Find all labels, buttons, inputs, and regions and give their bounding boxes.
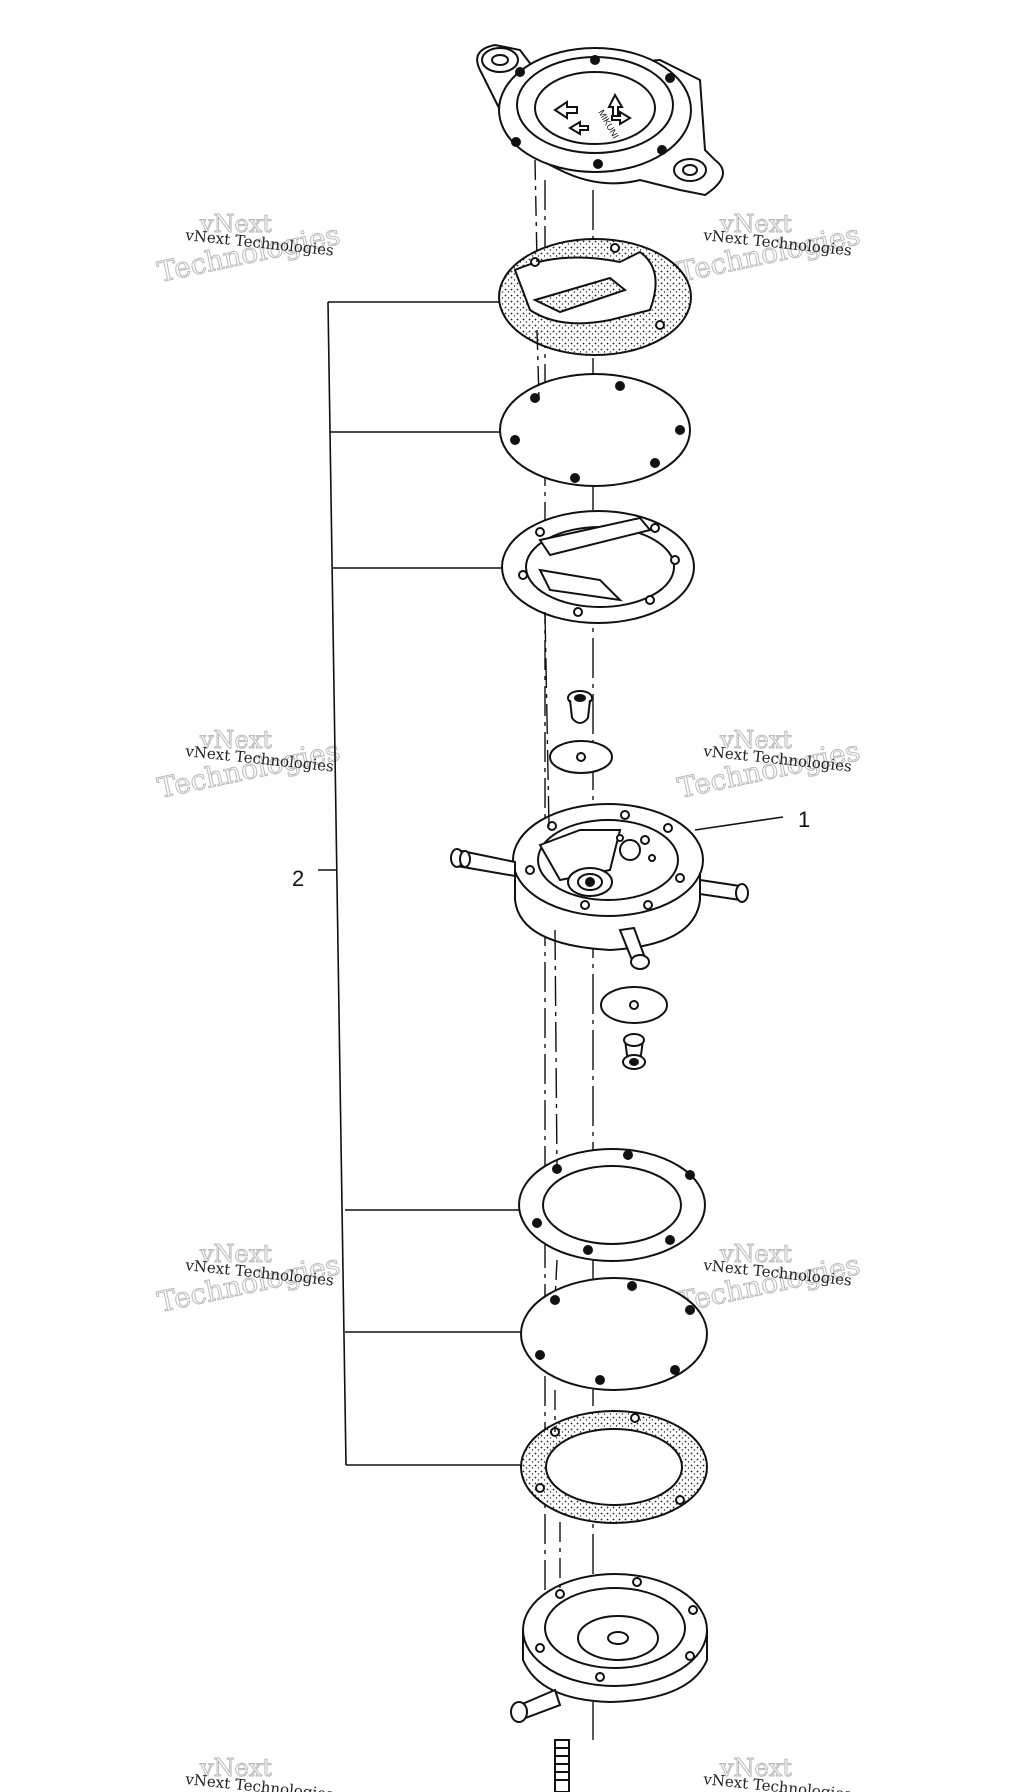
svg-text:vNext: vNext — [199, 1240, 272, 1268]
watermark-top-left: vNext Technologies vNext Technologies — [154, 210, 343, 290]
callout-label-2: 2 — [292, 866, 304, 891]
svg-text:vNext: vNext — [719, 210, 792, 238]
watermark-mid-left: vNext Technologies vNext Technologies — [154, 726, 343, 806]
lower-ring-gasket — [518, 1148, 706, 1262]
upper-check-valve — [549, 690, 613, 774]
lower-check-valve — [600, 986, 668, 1070]
callout-1-leader — [694, 816, 784, 831]
valve-gasket — [501, 510, 695, 624]
watermark-low-right: vNext Technologies vNext Technologies — [674, 1240, 863, 1320]
watermark-bottom-left: vNext vNext Technologies — [184, 1754, 335, 1792]
svg-text:vNext: vNext — [719, 1754, 792, 1782]
svg-text:vNext: vNext — [199, 1754, 272, 1782]
top-gasket — [498, 238, 692, 356]
svg-text:vNext: vNext — [719, 1240, 792, 1268]
svg-text:vNext: vNext — [199, 726, 272, 754]
watermark-low-left: vNext Technologies vNext Technologies — [154, 1240, 343, 1320]
watermark-mid-right: vNext Technologies vNext Technologies — [674, 726, 863, 806]
callout-label-1: 1 — [798, 807, 810, 832]
callout-2-bracket — [318, 301, 522, 1466]
svg-text:vNext: vNext — [719, 726, 792, 754]
svg-text:vNext: vNext — [199, 210, 272, 238]
pump-bottom-cover — [510, 1573, 708, 1792]
watermark-bottom-right: vNext vNext Technologies — [702, 1754, 853, 1792]
lower-stippled-gasket — [520, 1410, 708, 1524]
pump-body — [450, 803, 749, 970]
watermark-top-right: vNext Technologies vNext Technologies — [674, 210, 863, 290]
alignment-lines — [534, 159, 561, 1594]
diaphragm-upper — [499, 373, 691, 487]
pump-top-cover: MIKUNI — [476, 43, 724, 197]
diaphragm-lower — [520, 1277, 708, 1391]
